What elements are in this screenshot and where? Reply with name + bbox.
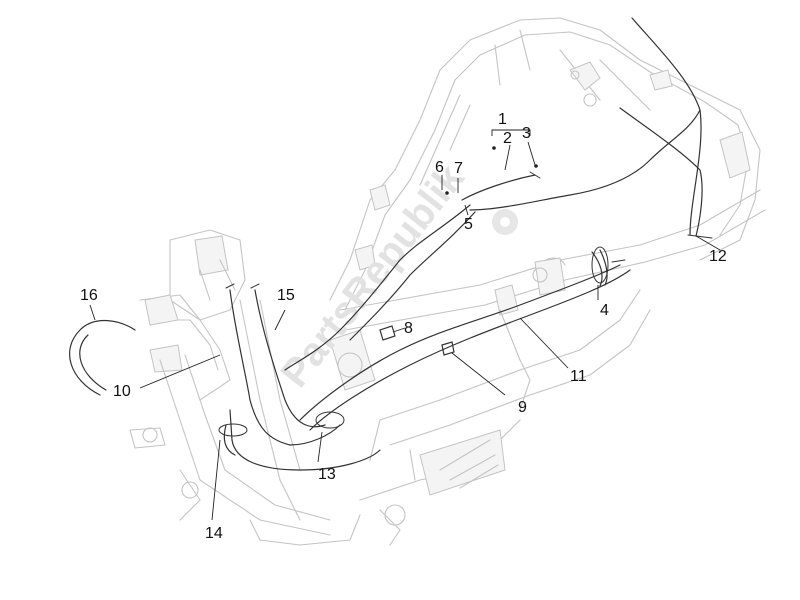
callout-16: 16 xyxy=(80,287,98,304)
callout-11: 11 xyxy=(570,368,587,385)
callout-9: 9 xyxy=(518,399,527,416)
callout-6: 6 xyxy=(435,159,444,176)
callout-10: 10 xyxy=(113,383,131,400)
callout-13: 13 xyxy=(318,466,336,483)
cables xyxy=(69,17,713,471)
callout-7: 7 xyxy=(454,160,463,177)
callout-2: 2 xyxy=(503,130,512,147)
callout-14: 14 xyxy=(205,525,223,542)
callout-15: 15 xyxy=(277,287,295,304)
scooter-frame xyxy=(129,17,766,546)
callout-5: 5 xyxy=(464,216,473,233)
watermark-gear-icon xyxy=(492,209,518,235)
callout-4: 4 xyxy=(600,302,609,319)
callout-12: 12 xyxy=(709,248,727,265)
callout-1: 1 xyxy=(498,111,507,128)
callout-8: 8 xyxy=(404,320,413,337)
callout-3: 3 xyxy=(522,125,531,142)
leader-lines xyxy=(89,129,721,521)
callout-labels: 1 2 3 4 5 6 7 8 9 10 11 12 13 14 15 16 xyxy=(80,111,727,542)
